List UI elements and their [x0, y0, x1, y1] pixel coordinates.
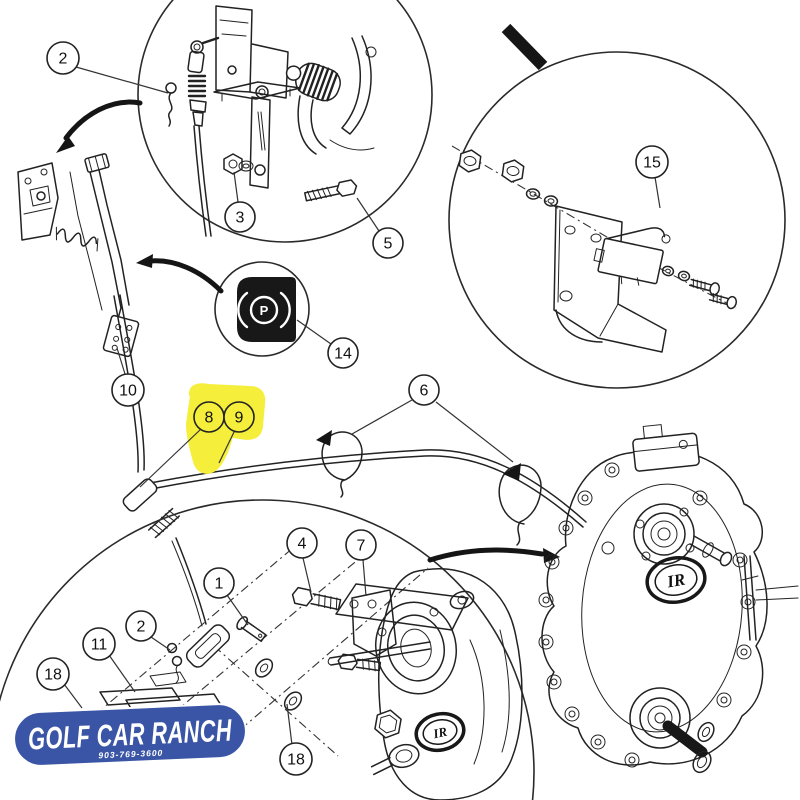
- callout-6: 6: [408, 374, 440, 406]
- callout-14: 14: [327, 337, 359, 369]
- svg-text:4: 4: [298, 536, 307, 553]
- svg-text:14: 14: [334, 346, 352, 363]
- arrow-inset-to-pedal: [56, 99, 143, 153]
- callout-18-center: 18: [279, 742, 313, 776]
- callout-2-top: 2: [46, 41, 80, 75]
- clevis-pin: [236, 616, 267, 643]
- callouts: 2 3 5 15 14 10 6 8 9 1 2 4 7 11 18: [36, 41, 669, 776]
- golf-car-ranch-logo: GOLF CAR RANCH 903-769-3600: [13, 703, 247, 767]
- svg-text:10: 10: [119, 383, 137, 400]
- cable-adjuster: [122, 478, 207, 627]
- logo-phone: 903-769-3600: [98, 748, 163, 761]
- inset-anchor-cluster: IR: [0, 499, 535, 800]
- svg-text:6: 6: [420, 383, 429, 400]
- callout-leader-lines: [63, 66, 661, 746]
- svg-text:18: 18: [287, 752, 305, 769]
- input-hub: [633, 503, 733, 567]
- callout-18-left: 18: [36, 657, 70, 691]
- bolt: [304, 179, 358, 202]
- hex-bolt: [291, 586, 342, 611]
- svg-text:11: 11: [91, 637, 108, 654]
- svg-text:IR: IR: [431, 724, 449, 742]
- parking-brake-icon: P: [237, 291, 291, 329]
- brake-rod: [741, 555, 799, 641]
- ir-badge-gearbox: IR: [414, 711, 466, 753]
- parking-brake-letter: P: [260, 303, 269, 318]
- callout-3: 3: [224, 201, 256, 233]
- svg-text:1: 1: [215, 576, 224, 593]
- output-hub: [629, 687, 715, 774]
- cable-clip: [498, 463, 542, 546]
- arrow-cluster-to-transaxle: [427, 547, 560, 563]
- svg-text:7: 7: [357, 538, 366, 555]
- brake-switch: [593, 227, 671, 286]
- svg-text:IR: IR: [665, 570, 687, 592]
- transaxle: IR: [538, 424, 799, 774]
- svg-text:9: 9: [235, 410, 244, 427]
- callout-10: 10: [111, 373, 145, 407]
- pointer-band: [501, 23, 548, 71]
- parking-brake-icon-inset: P: [136, 254, 310, 357]
- bolt-bosses: [538, 462, 756, 768]
- svg-text:18: 18: [44, 667, 62, 684]
- pedal-assembly: [17, 153, 140, 358]
- callout-2-bottom: 2: [125, 610, 157, 642]
- cable-clip: [316, 430, 363, 498]
- callout-15: 15: [635, 145, 669, 179]
- cable-anchor: [185, 624, 231, 668]
- callout-8-highlighted: 8: [193, 401, 225, 433]
- svg-text:15: 15: [643, 155, 661, 172]
- svg-text:3: 3: [236, 210, 245, 227]
- svg-text:2: 2: [137, 619, 146, 636]
- nut: [223, 153, 254, 175]
- ir-badge-transaxle: IR: [645, 556, 707, 604]
- inset-pedal-bracket: [137, 0, 433, 243]
- gearbox: IR: [335, 568, 523, 800]
- callout-7: 7: [345, 529, 377, 561]
- callout-4: 4: [286, 527, 318, 559]
- callout-1: 1: [203, 567, 235, 599]
- callout-5: 5: [372, 227, 404, 259]
- inset-switch-bracket: [448, 51, 786, 389]
- svg-text:2: 2: [59, 51, 68, 68]
- callout-9-highlighted: 9: [223, 401, 255, 433]
- svg-text:5: 5: [384, 236, 393, 253]
- callout-11: 11: [82, 627, 116, 661]
- svg-text:8: 8: [205, 410, 214, 427]
